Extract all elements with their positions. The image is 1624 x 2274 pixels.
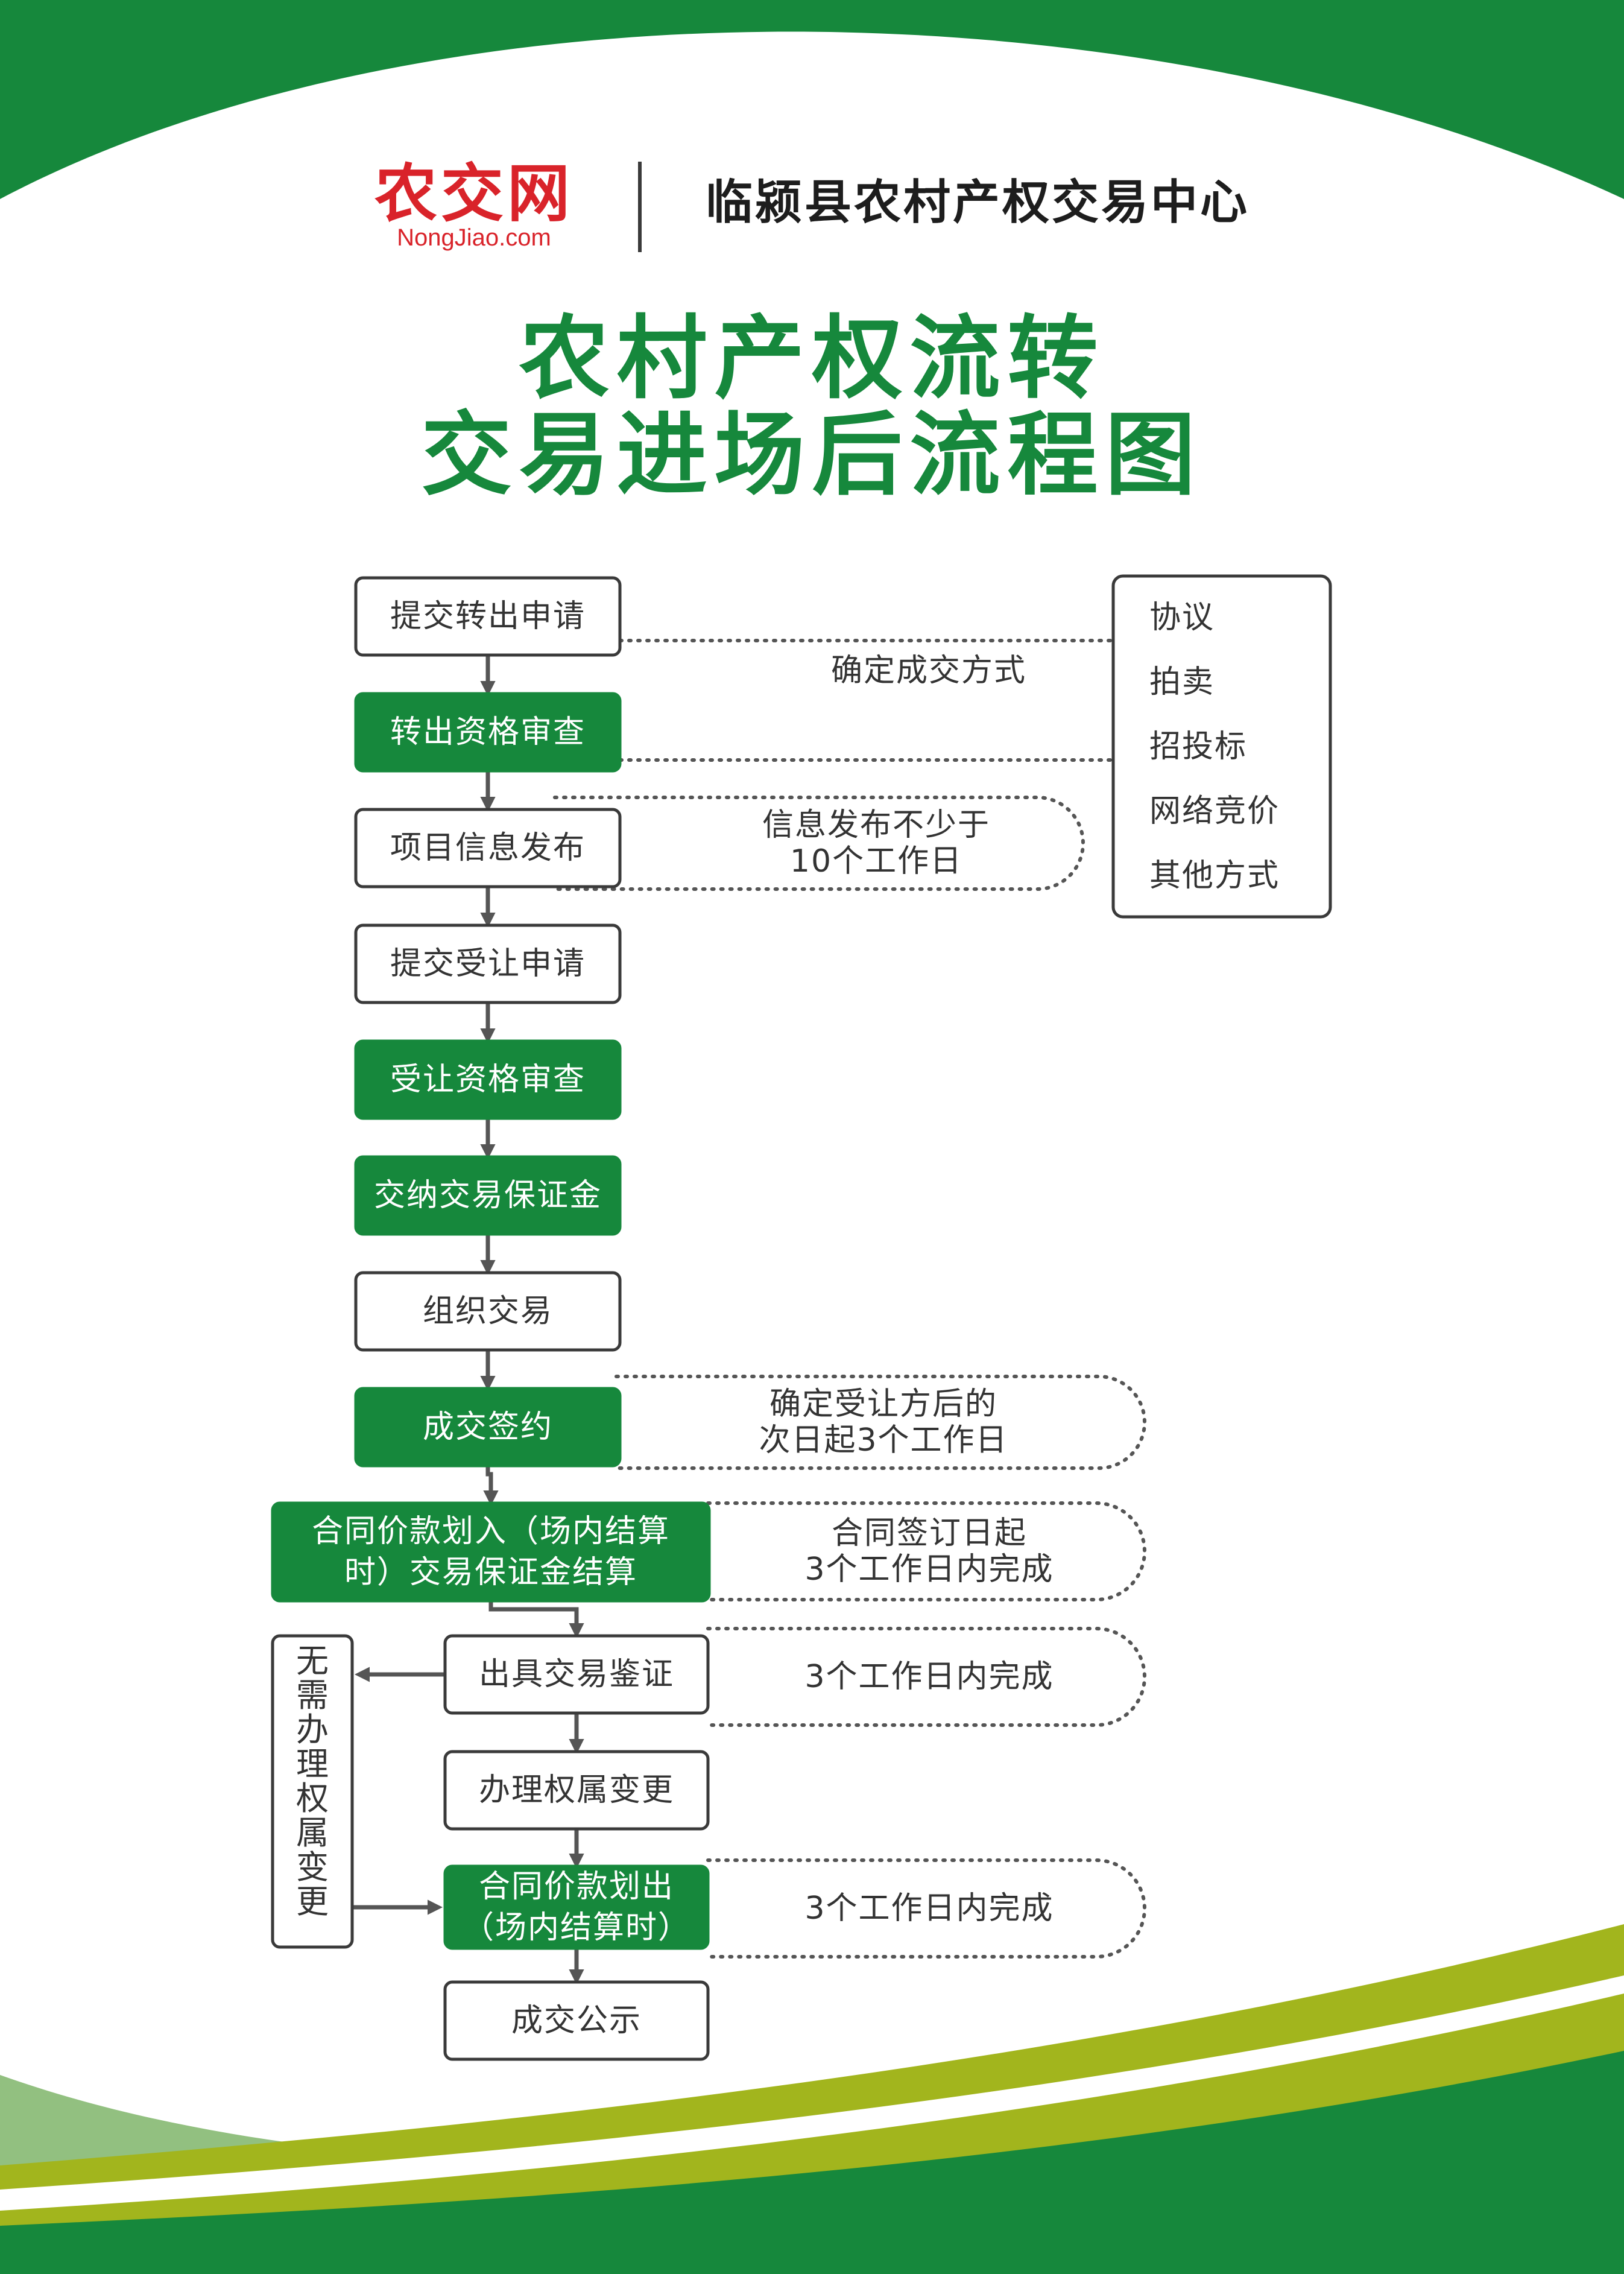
step-label: 项目信息发布	[390, 830, 586, 866]
method-item: 网络竞价	[1149, 793, 1280, 829]
header-separator	[638, 162, 642, 252]
step-box	[443, 1864, 710, 1950]
step-label: 办理权属变更	[479, 1772, 674, 1808]
top-green-band	[0, 0, 1624, 199]
step-box	[443, 1750, 710, 1831]
step-box	[354, 692, 622, 773]
step-box	[443, 1980, 710, 2061]
note-line1: 合同签订日起	[832, 1515, 1027, 1551]
step-label: 交纳交易保证金	[374, 1177, 602, 1214]
bypass-box: 无需办理权属变更	[271, 1634, 354, 1949]
page-title-line2: 交易进场后流程图	[421, 403, 1203, 508]
dotted-annotations: 确定成交方式信息发布不少于10个工作日确定受让方后的次日起3个工作日合同签订日起…	[553, 639, 1146, 1959]
step-label: 组织交易	[423, 1293, 553, 1329]
methods-caption: 确定成交方式	[831, 653, 1026, 689]
note-line2: 3个工作日内完成	[804, 1551, 1054, 1588]
flow-step: 成交签约	[354, 1387, 622, 1468]
step-box	[354, 808, 622, 888]
step-box	[443, 1634, 710, 1715]
flow-step: 提交转出申请	[354, 576, 622, 657]
connectors	[352, 655, 584, 1985]
center-name: 临颍县农村产权交易中心	[706, 176, 1250, 230]
nongjiao-logo: 农交网 NongJiao.com	[368, 158, 580, 255]
logo-domain: NongJiao.com	[397, 224, 551, 251]
step-box	[354, 1039, 622, 1120]
flow-step: 转出资格审查	[354, 692, 622, 773]
note-line1: 信息发布不少于	[762, 807, 990, 843]
step-label: 提交受让申请	[390, 946, 586, 982]
step-box	[354, 1387, 622, 1468]
note-outline	[706, 1501, 1146, 1601]
flow-step: 项目信息发布	[354, 808, 622, 888]
note-outline	[706, 1627, 1146, 1727]
note-line1: 确定受让方后的	[769, 1386, 997, 1422]
method-item: 拍卖	[1149, 664, 1215, 700]
note-outline	[706, 1858, 1146, 1959]
bottom-green-band	[0, 2051, 1624, 2274]
flow-step: 受让资格审查	[354, 1039, 622, 1120]
methods-frame	[1111, 574, 1332, 919]
step-label: 提交转出申请	[390, 598, 586, 635]
bypass-frame	[271, 1634, 354, 1949]
flow-step: 出具交易鉴证	[443, 1634, 710, 1715]
method-item: 招投标	[1149, 729, 1247, 765]
flow-step: 办理权属变更	[443, 1750, 710, 1831]
step-connector	[488, 1601, 584, 1639]
note-outline	[553, 796, 1085, 891]
note-line1: 3个工作日内完成	[804, 1890, 1054, 1927]
step-label: 成交签约	[423, 1409, 553, 1445]
step-nodes: 提交转出申请转出资格审查项目信息发布提交受让申请受让资格审查交纳交易保证金组织交…	[271, 576, 711, 2061]
step-box	[271, 1501, 711, 1603]
step-box	[354, 1155, 622, 1236]
dotted-note: 3个工作日内完成	[706, 1858, 1146, 1959]
step-connector	[483, 1466, 499, 1506]
note-line2: 10个工作日	[790, 843, 962, 879]
step-box	[354, 1271, 622, 1352]
method-item: 协议	[1149, 600, 1215, 636]
step-label-line2: 时）交易保证金结算	[344, 1554, 637, 1591]
flow-step: 成交公示	[443, 1980, 710, 2061]
dotted-note: 3个工作日内完成	[706, 1627, 1146, 1727]
page-title-line1: 农村产权流转	[519, 306, 1105, 411]
bottom-white-stripe	[0, 1975, 1624, 2211]
step-label-line1: 合同价款划出	[479, 1869, 674, 1905]
step-label-line1: 合同价款划入（场内结算	[312, 1513, 670, 1550]
logo-text: 农交网	[374, 157, 573, 230]
note-outline	[615, 1375, 1146, 1470]
step-box	[354, 576, 622, 657]
step-box	[354, 923, 622, 1004]
step-label-line2: （场内结算时）	[463, 1910, 690, 1946]
flow-step: 合同价款划入（场内结算时）交易保证金结算	[271, 1501, 711, 1603]
step-label: 转出资格审查	[390, 714, 586, 750]
flow-step: 合同价款划出 （场内结算时）	[443, 1864, 710, 1950]
step-label: 受让资格审查	[390, 1062, 586, 1098]
flow-step: 组织交易	[354, 1271, 622, 1352]
flow-step: 提交受让申请	[354, 923, 622, 1004]
note-line2: 次日起3个工作日	[759, 1422, 1008, 1458]
note-line1: 3个工作日内完成	[804, 1659, 1054, 1695]
step-label: 出具交易鉴证	[479, 1656, 674, 1693]
step-label: 成交公示	[511, 2003, 642, 2039]
bypass-label: 无需办理权属变更	[296, 1642, 329, 1921]
method-item: 其他方式	[1149, 858, 1280, 894]
flow-step: 交纳交易保证金	[354, 1155, 622, 1236]
